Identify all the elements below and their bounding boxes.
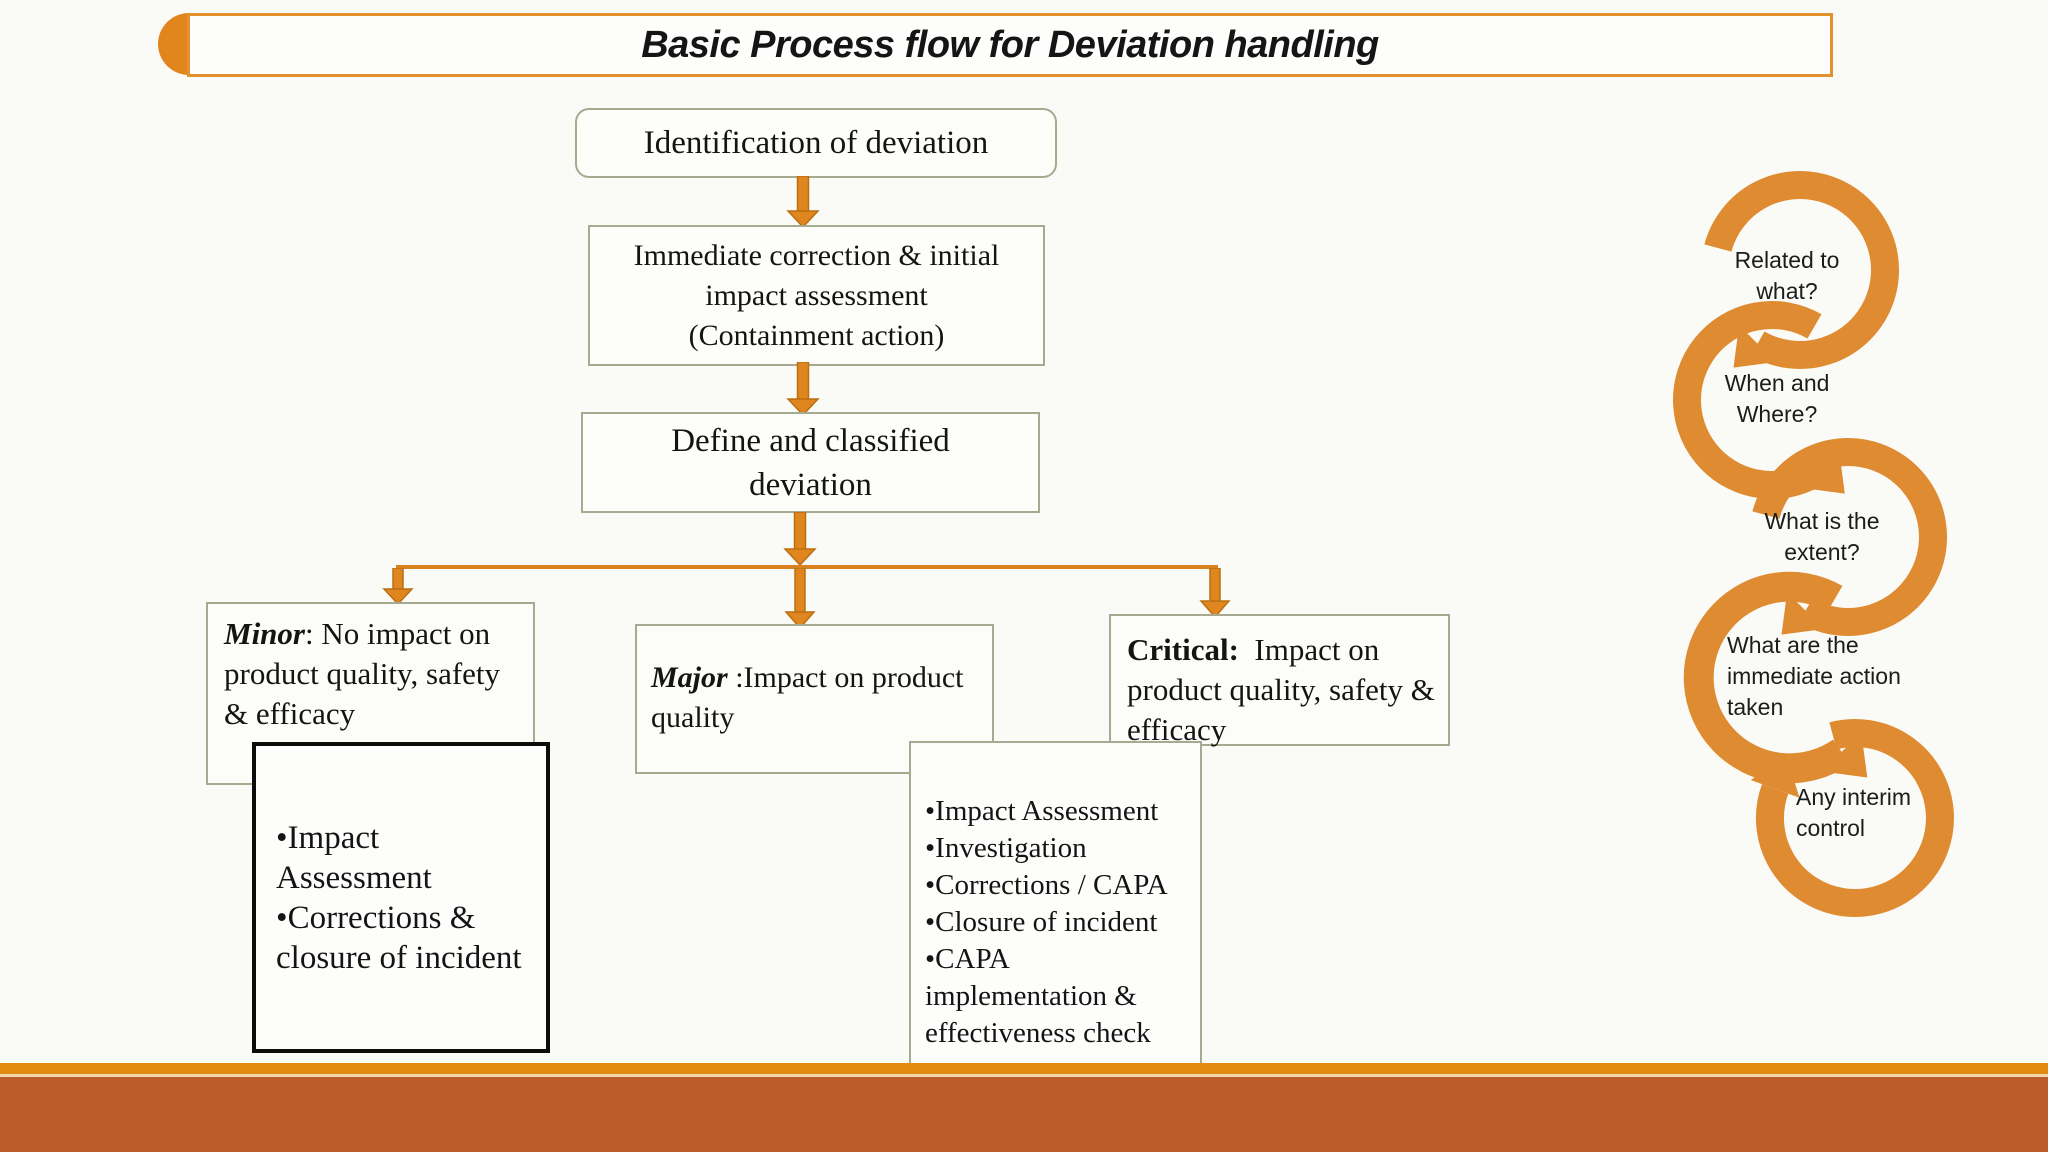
bullet-icon: • [925,869,936,901]
flow-step-identification-box: Identification of deviation [575,108,1057,178]
classification-minor-desc: No impact on product quality, safety & e… [224,616,501,731]
minor-action-1: Impact Assessment [276,819,432,896]
bullet-icon: • [925,832,936,864]
classification-minor-sep: : [304,616,322,651]
title-banner: Basic Process flow for Deviation handlin… [187,13,1833,77]
flow-step-define-classify-line2: deviation [749,466,872,503]
list-item: •Closure of incident [925,904,1175,941]
bullet-icon: • [925,906,936,938]
mc-action-1: Impact Assessment [935,795,1159,827]
minor-action-2: Corrections & closure of incident [276,899,522,976]
flow-step-immediate-correction-box: Immediate correction & initial impact as… [588,225,1045,366]
flow-step-identification-label: Identification of deviation [643,124,989,161]
branch-arrow-major-icon [784,568,816,629]
mc-action-5: CAPA implementation & effectiveness chec… [925,943,1151,1049]
classification-minor-term: Minor [224,616,305,651]
flow-step-define-classify-box: Define and classified deviation [581,412,1040,513]
classification-major-sep: : [727,661,744,694]
bottom-separator-line [0,1074,2048,1077]
branch-connector-line [396,565,1218,569]
classification-critical-sep [1239,632,1255,667]
bottom-accent-strip [0,1063,2048,1074]
down-arrow-icon-2 [786,362,820,416]
flow-step-immediate-correction-line2: impact assessment [705,278,928,312]
flow-step-immediate-correction-line1: Immediate correction & initial [633,238,1000,272]
classification-critical-term: Critical: [1127,632,1239,667]
mc-action-4: Closure of incident [935,906,1158,938]
cycle-step-label-1: Related to what? [1734,247,1840,304]
list-item: •Impact Assessment [925,793,1175,830]
list-item: •Investigation [925,830,1175,867]
list-item: •Impact Assessment [276,818,526,898]
cycle-step-label-4: What are the immediate action taken [1727,632,1901,720]
flow-step-define-classify-line1: Define and classified [671,422,950,459]
bottom-footer-bar [0,1077,2048,1152]
branch-arrow-critical-icon [1199,568,1231,618]
mc-action-2: Investigation [935,832,1087,864]
list-item: •CAPA implementation & effectiveness che… [925,941,1175,1052]
bullet-icon: • [276,819,288,856]
branch-arrow-minor-icon [382,568,414,605]
down-arrow-icon-1 [786,176,820,228]
list-item: •Corrections / CAPA [925,867,1175,904]
list-item: •Corrections & closure of incident [276,898,526,978]
page-title: Basic Process flow for Deviation handlin… [641,23,1379,66]
minor-actions-box: •Impact Assessment •Corrections & closur… [252,742,550,1053]
down-arrow-icon-3 [783,512,817,566]
flow-step-immediate-correction-line3: (Containment action) [688,318,945,352]
classification-critical-box: Critical: Impact on product quality, saf… [1109,614,1450,747]
major-critical-actions-box: •Impact Assessment •Investigation •Corre… [909,741,1202,1101]
cycle-step-label-3: What is the extent? [1764,508,1880,565]
classification-major-desc: Impact on product quality [651,661,964,734]
bullet-icon: • [925,795,936,827]
mc-action-3: Corrections / CAPA [935,869,1168,901]
bullet-icon: • [276,899,288,936]
classification-major-term: Major [651,661,728,694]
bullet-icon: • [925,943,936,975]
cycle-step-label-2: When and Where? [1724,370,1830,427]
cycle-step-label-5: Any interim control [1796,784,1912,841]
